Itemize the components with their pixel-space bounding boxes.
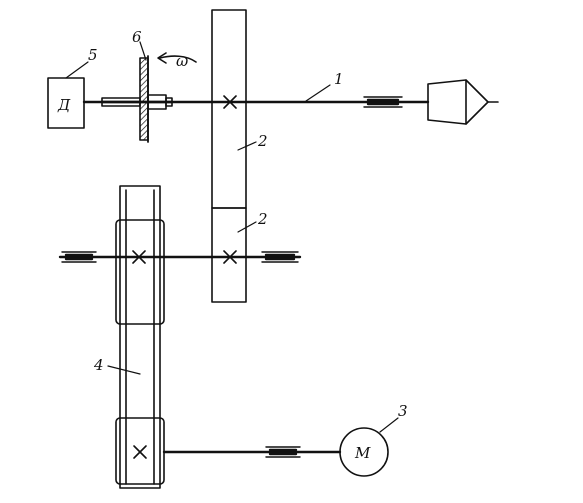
shaft-hub <box>100 94 174 110</box>
upper-gear-axis-mark <box>223 95 237 109</box>
lower-pulley-axis-mark <box>133 445 147 459</box>
middle-shaft-bearing-right <box>261 251 299 263</box>
leader-gear-upper <box>237 141 257 151</box>
label-motor-callout: 3 <box>398 402 408 420</box>
upper-pulley <box>115 219 165 325</box>
label-shaft: 1 <box>334 70 344 88</box>
upper-gear <box>211 9 247 209</box>
belt <box>119 185 161 489</box>
sensor-box-label: Д <box>57 96 71 114</box>
brake-disc <box>139 57 149 141</box>
upper-pulley-axis-mark <box>132 250 146 264</box>
motor <box>339 427 389 477</box>
leader-gear-lower <box>237 221 257 233</box>
label-brake-callout: 6 <box>132 28 142 46</box>
middle-shaft-bearing-left <box>61 251 97 263</box>
lower-gear <box>211 207 247 303</box>
label-gear-lower: 2 <box>257 210 268 228</box>
leader-shaft <box>305 84 331 102</box>
leader-brake <box>139 41 147 61</box>
label-rotation: ω <box>176 52 188 70</box>
leader-motor <box>379 417 399 433</box>
leader-sensor <box>65 61 89 79</box>
rotation-arrow <box>159 55 197 63</box>
label-gear-upper: 2 <box>257 132 268 150</box>
motor-label: М <box>354 444 371 462</box>
upper-shaft-bearing <box>363 96 403 108</box>
cone-tool <box>427 79 489 125</box>
motor-shaft-bearing <box>265 446 301 458</box>
label-belt: 4 <box>93 356 104 374</box>
label-sensor-callout: 5 <box>88 46 98 64</box>
rotation-arrow-head <box>157 52 167 64</box>
leader-belt <box>107 365 141 375</box>
